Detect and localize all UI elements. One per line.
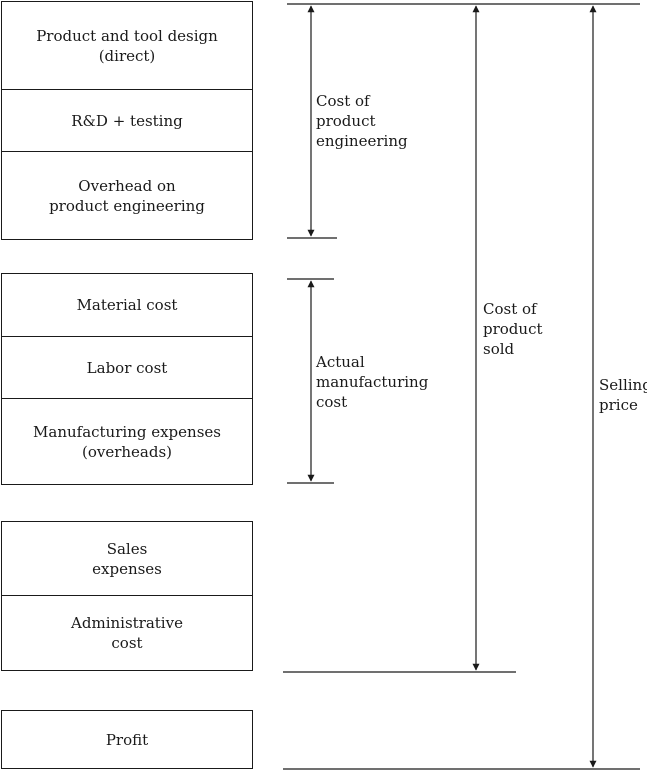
engineering-cost-stack: Product and tool design (direct) R&D + t… bbox=[1, 1, 253, 240]
profit-block: Profit bbox=[105, 730, 149, 749]
overhead-product-engineering-block: Overhead on product engineering bbox=[49, 176, 205, 215]
profit-stack: Profit bbox=[1, 710, 253, 769]
manufacturing-expenses-block: Manufacturing expenses (overheads) bbox=[33, 422, 221, 461]
actual-manufacturing-cost-label: Actual manufacturing cost bbox=[316, 353, 429, 411]
sales-expenses-block: Sales expenses bbox=[2, 522, 252, 596]
administrative-cost-block: Administrative cost bbox=[71, 614, 183, 652]
selling-admin-stack: Sales expenses Administrative cost bbox=[1, 521, 253, 671]
manufacturing-cost-stack: Material cost Labor cost Manufacturing e… bbox=[1, 273, 253, 485]
cost-of-product-engineering-label: Cost of product engineering bbox=[316, 92, 408, 150]
rd-testing-block: R&D + testing bbox=[2, 90, 252, 152]
cost-of-product-sold-label: Cost of product sold bbox=[483, 300, 543, 358]
labor-cost-block: Labor cost bbox=[2, 337, 252, 399]
material-cost-block: Material cost bbox=[2, 274, 252, 337]
product-and-tool-design-block: Product and tool design (direct) bbox=[2, 2, 252, 90]
selling-price-label: Selling price bbox=[599, 376, 647, 414]
